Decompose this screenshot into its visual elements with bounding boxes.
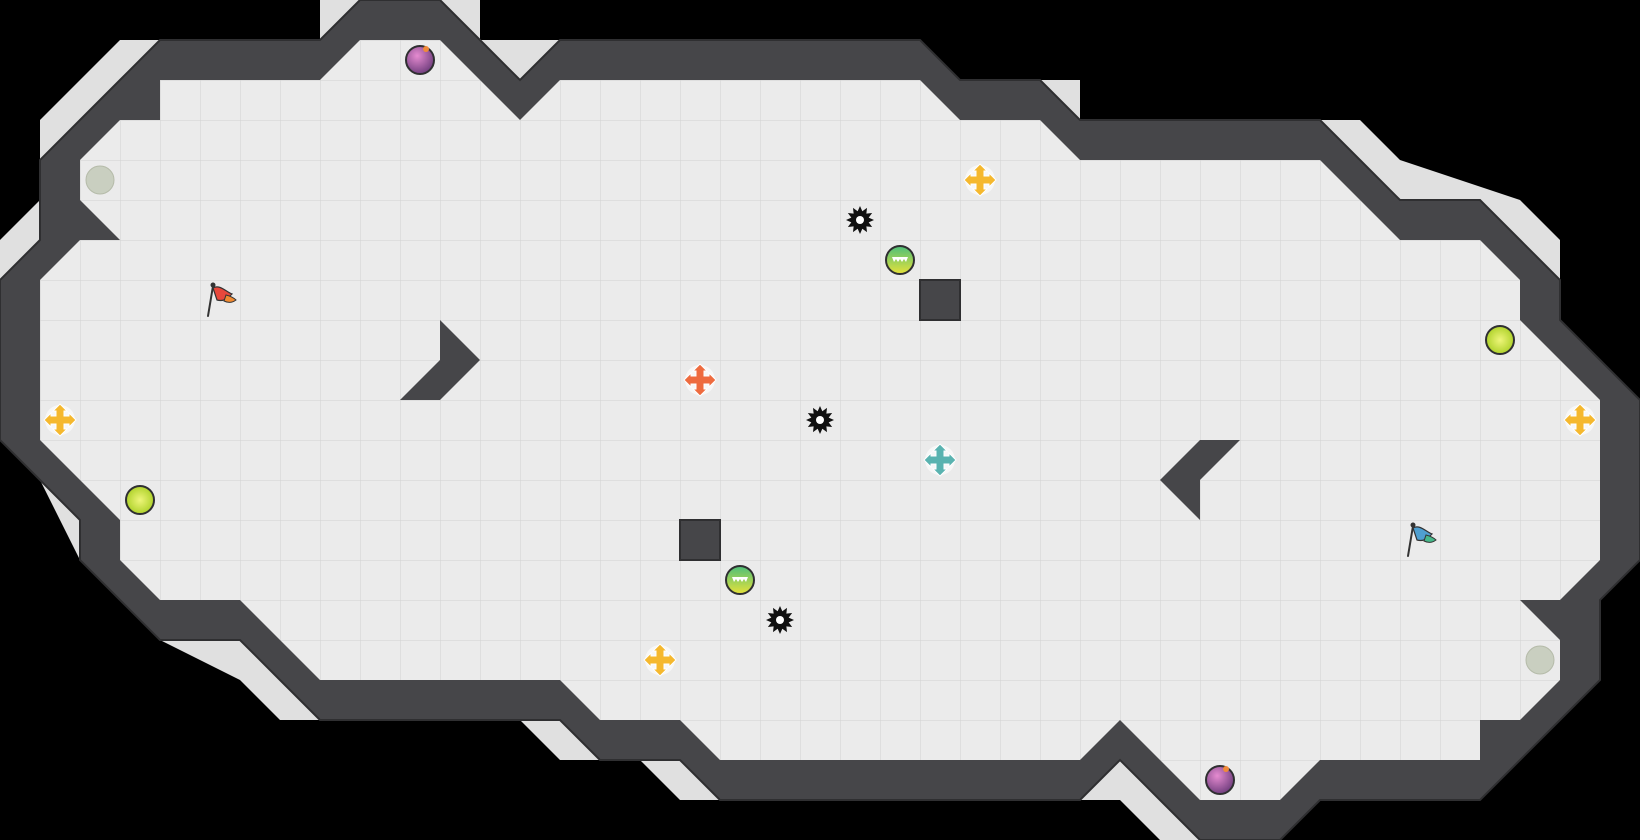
lime-orb-icon [1485,325,1515,355]
wall-wedge-right [1160,440,1240,520]
spawn-tile-icon [85,165,115,195]
powerup-icon [885,245,915,275]
blue-boost-icon [923,443,957,477]
red-flag-icon [207,282,237,317]
neutral-boost-icon [43,403,77,437]
neutral-boost-icon [963,163,997,197]
wall-block-lower [679,519,721,561]
bomb-icon [405,45,435,75]
spawn-tile-icon [1525,645,1555,675]
wall-wedge-left [400,320,480,400]
neutral-boost-icon [643,643,677,677]
spike-icon [766,606,794,634]
wall-block-upper [919,279,961,321]
neutral-boost-icon [1563,403,1597,437]
bomb-icon [1205,765,1235,795]
red-boost-icon [683,363,717,397]
spike-icon [806,406,834,434]
lime-orb-icon [125,485,155,515]
blue-flag-icon [1407,522,1437,557]
powerup-icon [725,565,755,595]
spike-icon [846,206,874,234]
